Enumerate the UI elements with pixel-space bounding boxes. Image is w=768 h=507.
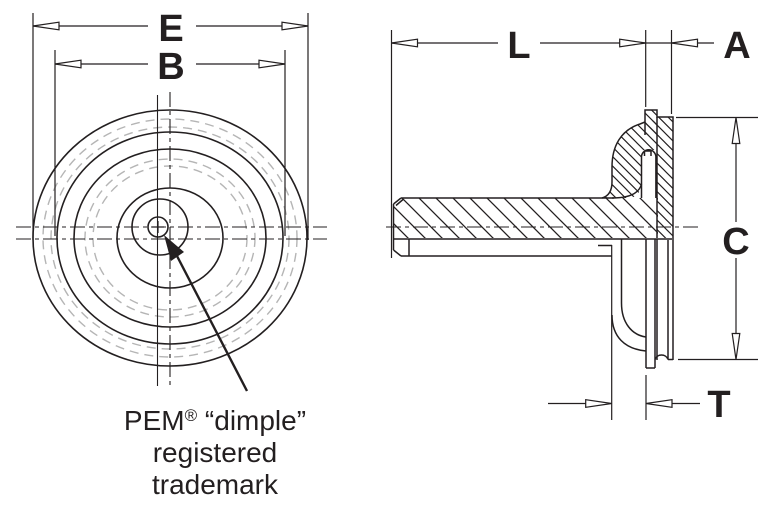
dimension-l: [390, 30, 647, 258]
flange-top-right: [644, 109, 674, 360]
shoulder-lower-fillets: [598, 239, 647, 352]
pin-section-hatch: [393, 198, 658, 238]
dimple-text: “dimple”: [197, 405, 306, 436]
brand-text: PEM: [124, 405, 185, 436]
dim-label-a: A: [723, 25, 750, 67]
dimple-leader-arrow: [164, 235, 249, 392]
flange-section-hatch: [657, 117, 673, 238]
arrowhead-right-icon: [281, 21, 309, 31]
arrowhead-right-icon: [258, 59, 286, 69]
dim-label-b: B: [157, 46, 184, 88]
dimension-a: [645, 30, 714, 114]
arrowhead-up-icon: [731, 117, 741, 145]
arrowhead-right-icon: [619, 38, 646, 48]
dim-label-t: T: [707, 384, 730, 426]
front-view: E B: [16, 8, 327, 392]
mounting-slot: [642, 150, 656, 198]
leader-arrowhead-icon: [164, 235, 184, 261]
arrowhead-down-icon: [731, 332, 741, 360]
centerlines-front: [16, 92, 327, 386]
registered-mark: ®: [185, 406, 198, 425]
dimension-t: [548, 245, 700, 420]
annotation-line-3: trademark: [152, 469, 279, 500]
pin-left-end: [392, 197, 614, 257]
arrowhead-left-icon: [391, 38, 419, 48]
slot-outline: [640, 149, 657, 198]
dim-label-e: E: [158, 8, 183, 50]
flange-bottom-notch: [654, 240, 673, 361]
annotation-line-2: registered: [153, 437, 278, 468]
pin-head-fillet: [611, 183, 643, 199]
pin-lower-half: [393, 238, 672, 257]
side-view: L A C T: [386, 25, 758, 426]
dim-label-c: C: [722, 221, 749, 263]
dimension-c: [676, 116, 758, 361]
arrowhead-left-icon: [645, 399, 673, 408]
dim-label-l: L: [507, 25, 530, 67]
annotation-line-1: PEM® “dimple”: [124, 405, 306, 436]
side-view-outline: [392, 109, 674, 369]
dimple-center-cross: [152, 221, 164, 233]
arrowhead-right-icon: [585, 399, 612, 408]
flange-skirt: [645, 239, 656, 369]
dimension-e: [32, 13, 309, 240]
arrowhead-left-icon: [671, 38, 699, 48]
trademark-annotation: PEM® “dimple” registered trademark: [124, 405, 306, 500]
shoulder-profile: [601, 121, 646, 199]
arrowhead-left-icon: [54, 59, 82, 69]
dimension-b: [54, 50, 286, 236]
arrowhead-left-icon: [32, 21, 60, 31]
shoulder-section-hatch: [602, 120, 657, 198]
